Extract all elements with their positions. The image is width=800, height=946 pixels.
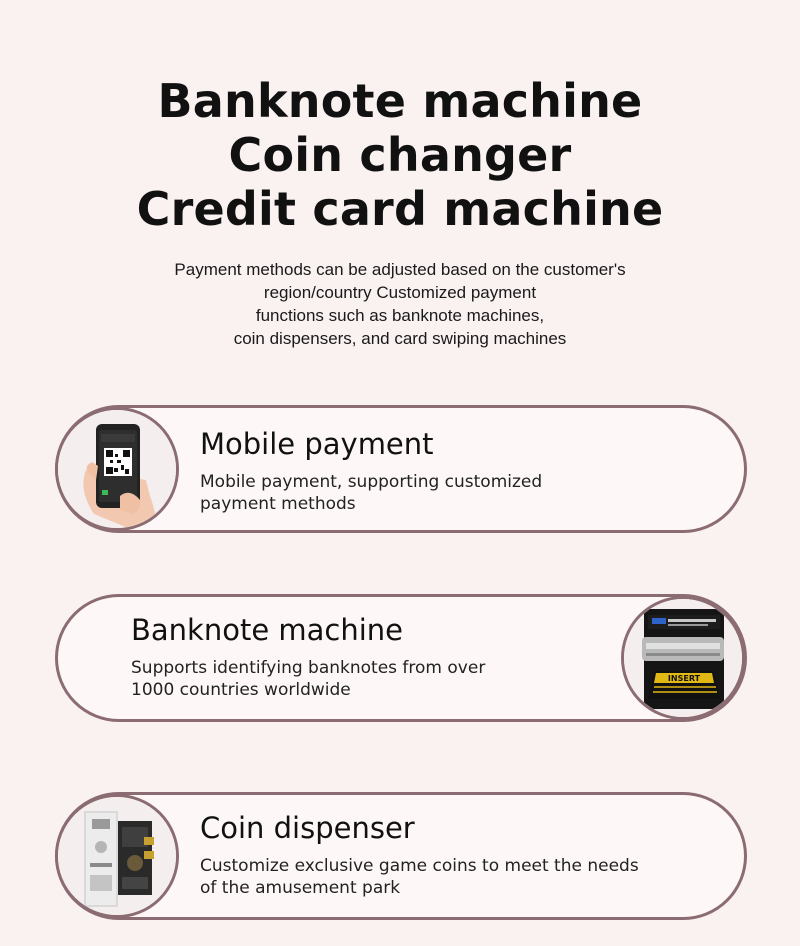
title-line: Banknote machine	[157, 74, 643, 128]
description-line: of the amusement park	[200, 878, 401, 898]
subtitle-line: Payment methods can be adjusted based on…	[174, 260, 626, 279]
subtitle-line: region/country Customized payment	[263, 283, 537, 302]
title-line: Coin changer	[228, 128, 572, 182]
mobile-payment-description: Mobile payment, supporting customized pa…	[200, 471, 542, 515]
bill-acceptor-icon: INSERT	[624, 599, 742, 717]
coin-dispenser-description: Customize exclusive game coins to meet t…	[200, 855, 639, 899]
banknote-machine-image: INSERT	[621, 596, 745, 720]
mobile-payment-image	[55, 407, 179, 531]
title-line: Credit card machine	[136, 182, 664, 236]
mobile-payment-title: Mobile payment	[200, 427, 434, 461]
page-subtitle: Payment methods can be adjusted based on…	[0, 258, 800, 350]
description-line: Mobile payment, supporting customized	[200, 472, 543, 492]
banknote-machine-description: Supports identifying banknotes from over…	[131, 657, 485, 701]
coin-dispenser-image	[55, 794, 179, 918]
banknote-machine-title: Banknote machine	[131, 613, 404, 647]
coin-mechanism-icon	[58, 797, 176, 915]
description-line: 1000 countries worldwide	[131, 680, 351, 700]
description-line: Customize exclusive game coins to meet t…	[200, 856, 639, 876]
page-title: Banknote machine Coin changer Credit car…	[0, 74, 800, 236]
description-line: payment methods	[200, 494, 356, 514]
description-line: Supports identifying banknotes from over	[131, 658, 486, 678]
coin-dispenser-title: Coin dispenser	[200, 811, 415, 845]
subtitle-line: coin dispensers, and card swiping machin…	[233, 329, 567, 348]
qr-phone-icon	[58, 410, 176, 528]
subtitle-line: functions such as banknote machines,	[255, 306, 545, 325]
insert-label: INSERT	[668, 674, 701, 683]
